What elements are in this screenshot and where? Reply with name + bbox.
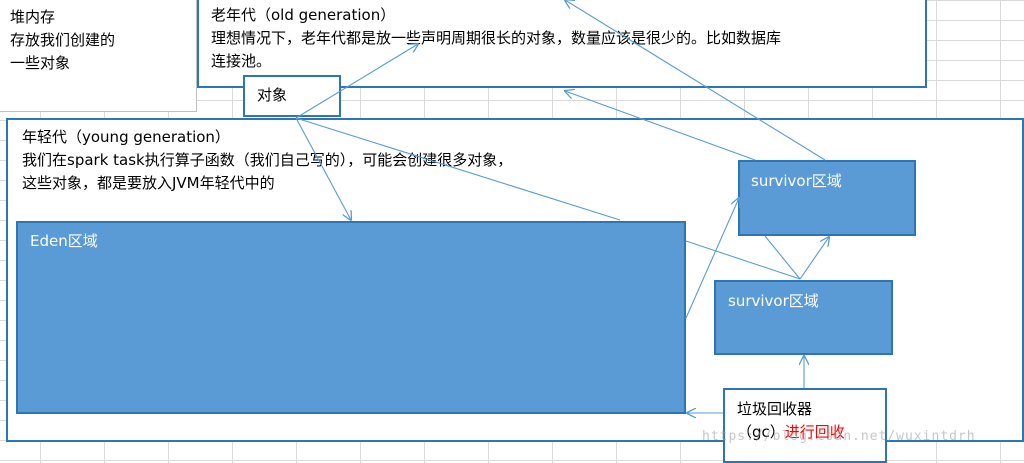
survivor-region-bottom: survivor区域	[714, 280, 893, 355]
old-generation-title: 老年代（old generation）	[211, 6, 396, 24]
eden-label: Eden区域	[30, 232, 98, 250]
gc-line-2: （gc）进行回收	[737, 421, 885, 444]
heap-line-2: 存放我们创建的	[10, 31, 116, 49]
object-label: 对象	[257, 86, 288, 104]
arrow-survivor-bottom-to-old	[565, 91, 756, 161]
young-generation-line-2: 这些对象，都是要放入JVM年轻代中的	[22, 174, 275, 192]
heap-line-3: 一些对象	[10, 54, 71, 72]
gc-collect-highlight: 进行回收	[784, 423, 845, 441]
arrow-bottom-to-survivor-top	[799, 237, 829, 280]
heap-memory-note: 堆内存存放我们创建的一些对象	[0, 0, 197, 112]
object-box: 对象	[243, 75, 341, 117]
old-generation-line-1: 理想情况下，老年代都是放一些声明周期很长的对象，数量应该是很少的。比如数据库	[211, 29, 782, 47]
gc-label: （gc）	[737, 423, 785, 441]
gc-line-1: 垃圾回收器	[737, 400, 813, 418]
line-eden-to-survivor-bottom	[685, 240, 801, 280]
survivor-region-top: survivor区域	[738, 160, 916, 236]
arrow-object-to-eden	[295, 117, 351, 220]
line-survivor-top-to-bottom	[764, 235, 801, 280]
young-generation-title: 年轻代（young generation）	[22, 128, 230, 146]
arrow-survivor-top-to-old	[565, 0, 826, 161]
watermark-text: https://blog.csdn.net/wuxintdrh	[702, 429, 976, 444]
heap-line-1: 堆内存	[10, 8, 56, 26]
young-generation-line-1: 我们在spark task执行算子函数（我们自己写的），可能会创建很多对象，	[22, 151, 513, 169]
arrow-object-to-old	[295, 44, 418, 119]
survivor-top-label: survivor区域	[751, 172, 842, 190]
arrow-eden-to-survivor-top	[685, 198, 739, 319]
survivor-bottom-label: survivor区域	[728, 292, 819, 310]
line-object-to-eden-edge	[295, 117, 621, 221]
old-generation-box: 老年代（old generation） 理想情况下，老年代都是放一些声明周期很长的…	[197, 0, 927, 88]
old-generation-line-2: 连接池。	[211, 52, 272, 70]
